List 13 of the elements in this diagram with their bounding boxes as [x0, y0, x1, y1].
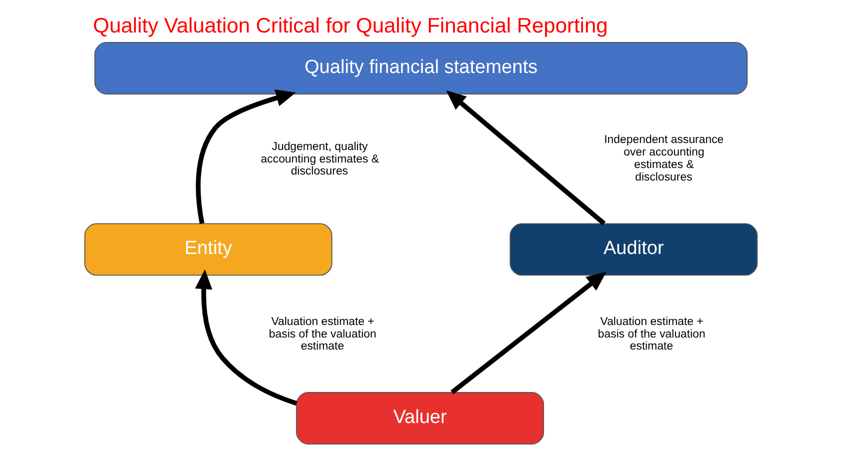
node-box: Entity [84, 223, 332, 276]
diagram-title: Quality Valuation Critical for Quality Financial Reporting [93, 14, 608, 38]
arrow [195, 269, 298, 406]
node-box: Valuer [296, 392, 544, 444]
node-box: Quality financial statements [94, 42, 748, 94]
arrow [450, 272, 606, 394]
edge-label: Valuation estimate + basis of the valuation estimate [598, 316, 706, 353]
node-box: Auditor [510, 223, 758, 276]
edge-label: Independent assurance over accounting estimates & disclosures [604, 134, 724, 184]
edge-label: Valuation estimate + basis of the valuation estimate [268, 316, 376, 353]
arrow [196, 89, 296, 224]
edge-label: Judgement, quality accounting estimates & disclosures [260, 140, 380, 178]
arrow [446, 90, 606, 226]
